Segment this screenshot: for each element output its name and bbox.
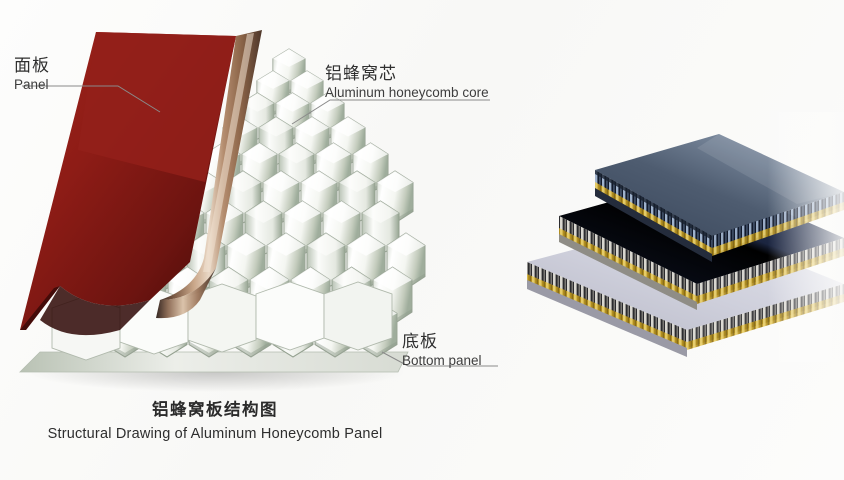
label-panel-en: Panel — [14, 77, 49, 92]
figure-caption: 铝蜂窝板结构图 Structural Drawing of Aluminum H… — [0, 398, 430, 446]
label-honeycomb-core: 铝蜂窝芯 Aluminum honeycomb core — [325, 64, 489, 102]
label-bottom-en: Bottom panel — [402, 353, 482, 368]
label-bottom-cn: 底板 — [402, 332, 438, 351]
label-panel-cn: 面板 — [14, 56, 50, 75]
leader-core — [291, 99, 490, 125]
caption-en: Structural Drawing of Aluminum Honeycomb… — [47, 426, 383, 442]
label-core-en: Aluminum honeycomb core — [325, 85, 489, 100]
leader-panel — [22, 85, 161, 113]
leader-lines — [22, 85, 498, 367]
label-panel: 面板 Panel — [14, 56, 50, 94]
face-panel — [20, 30, 262, 336]
label-core-cn: 铝蜂窝芯 — [325, 64, 397, 83]
label-bottom-panel: 底板 Bottom panel — [402, 332, 482, 370]
caption-cn: 铝蜂窝板结构图 — [152, 401, 278, 419]
leader-bottom-panel — [381, 351, 498, 367]
stacked-panels-photo — [497, 112, 844, 362]
